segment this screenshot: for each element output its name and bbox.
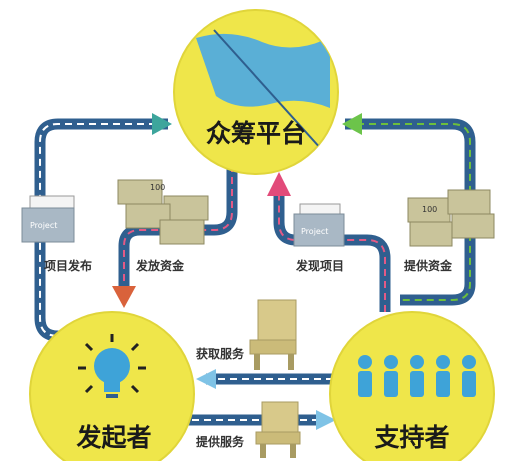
initiator-node: 发起者 — [29, 311, 195, 461]
label-release-funds: 发放资金 — [135, 258, 185, 273]
label-provide-funds: 提供资金 — [404, 258, 453, 273]
arrow-orange-icon — [112, 286, 136, 308]
label-get-service: 获取服务 — [195, 346, 245, 361]
arrow-right-blue-icon — [316, 410, 336, 430]
chair-icon-lower — [255, 401, 301, 458]
initiator-label: 发起者 — [75, 423, 151, 452]
money-stack-icon-left: 100 — [117, 179, 209, 245]
lightbulb-icon — [78, 334, 146, 398]
water-icon — [196, 29, 330, 151]
arrow-pink-icon — [267, 172, 291, 196]
project-folder-icon-left: Project — [21, 195, 75, 243]
supporter-label: 支持者 — [374, 423, 449, 452]
money-text-left: 100 — [150, 183, 165, 192]
supporter-node: 支持者 — [329, 311, 495, 461]
people-icon — [358, 355, 476, 397]
project-folder-icon-right: Project — [293, 203, 345, 247]
label-discover-project: 发现项目 — [295, 258, 344, 273]
folder-text-left: Project — [30, 221, 57, 230]
arrow-teal-icon — [152, 113, 172, 135]
label-provide-service: 提供服务 — [196, 434, 245, 449]
label-publish-project: 项目发布 — [44, 258, 92, 273]
money-stack-icon-right: 100 — [407, 189, 495, 247]
chair-icon-upper — [249, 299, 297, 370]
platform-label: 众筹平台 — [206, 119, 306, 148]
money-text-right: 100 — [422, 205, 437, 214]
platform-node: 众筹平台 — [173, 9, 339, 175]
folder-text-right: Project — [301, 227, 328, 236]
arrow-green-icon — [342, 113, 362, 135]
arrow-left-blue-icon — [196, 369, 216, 389]
